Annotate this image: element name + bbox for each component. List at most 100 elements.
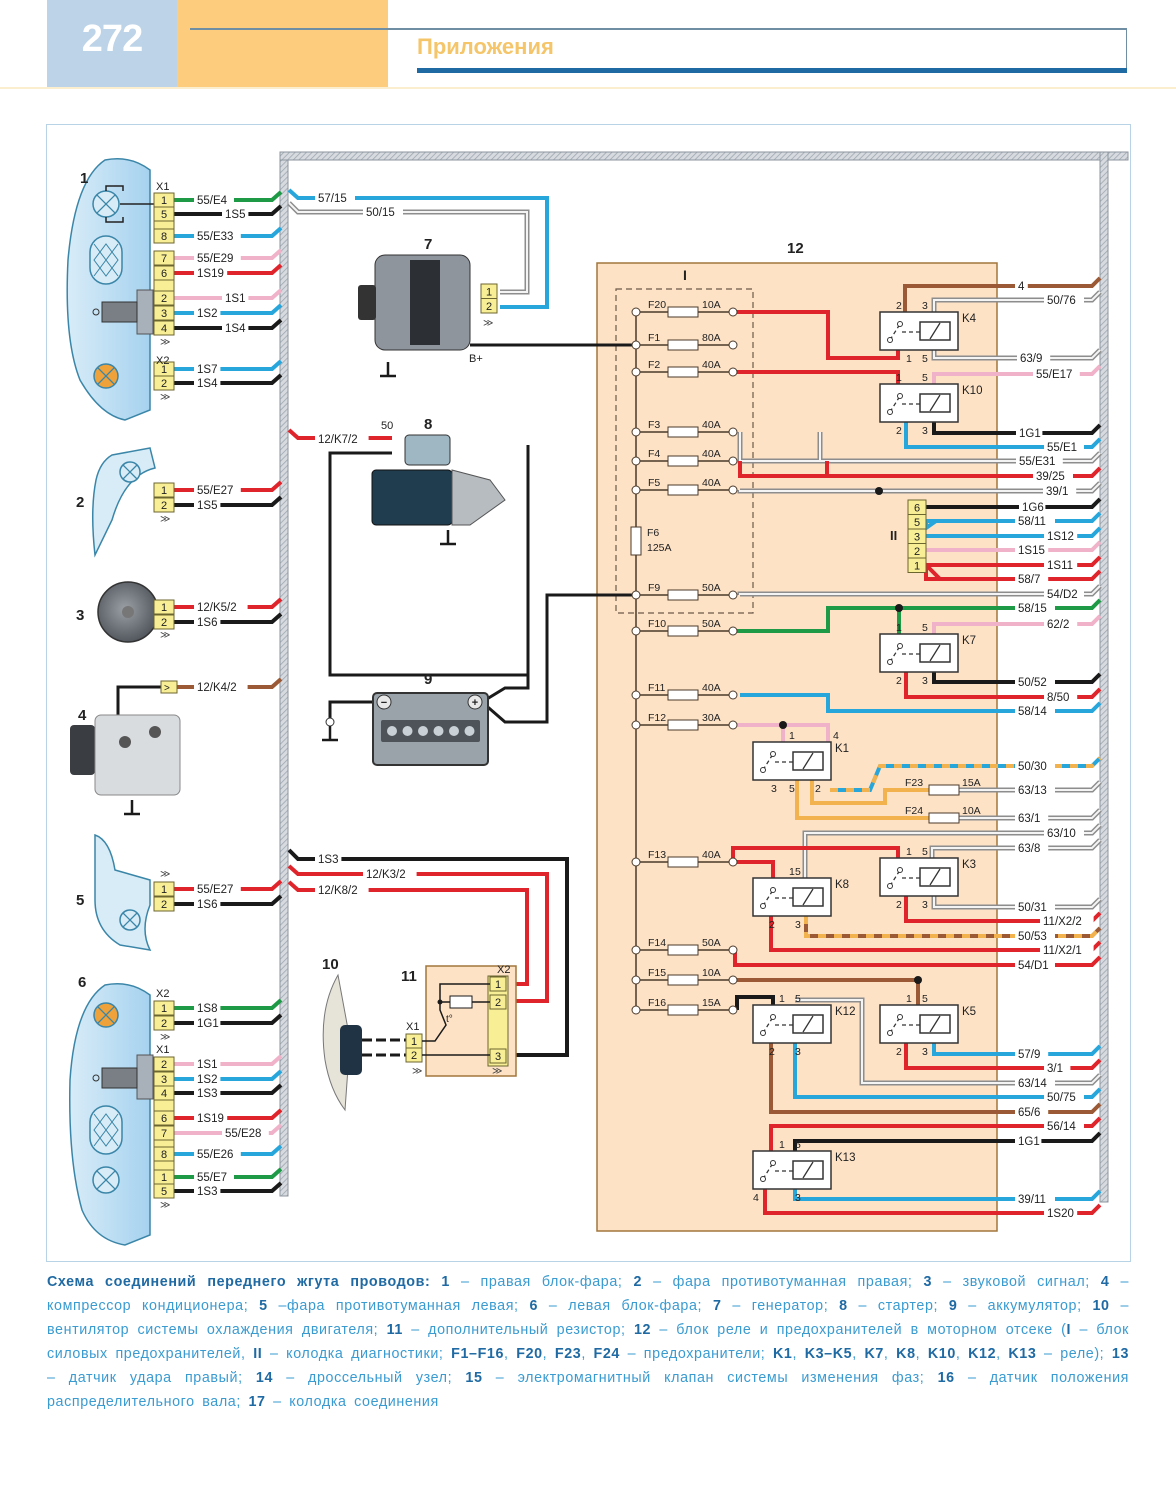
- fuse-bus-node: [631, 427, 641, 437]
- fuse-icon-f15[interactable]: [667, 974, 699, 986]
- fuse-icon-f20[interactable]: [667, 306, 699, 318]
- right-wire-label: 55/E17: [1036, 369, 1072, 381]
- fuse-icon-f1[interactable]: [667, 339, 699, 351]
- relay-k13[interactable]: [752, 1150, 832, 1190]
- wire-label-bg: [194, 1017, 221, 1030]
- connector-pin-box: [153, 1056, 175, 1072]
- junction-dot: [914, 976, 922, 984]
- right-wire-label: 63/8: [1018, 843, 1040, 855]
- harness-wire-58-7: [924, 560, 1102, 581]
- relay-k5[interactable]: [879, 1004, 959, 1044]
- connector-pin-box: [153, 1015, 175, 1031]
- relay-k1[interactable]: [752, 741, 832, 781]
- harness-wire-50-75: [793, 1043, 1102, 1099]
- connector-pin-box: [153, 1000, 175, 1016]
- connector-pin-number: 7: [161, 1128, 167, 1140]
- relay-k4[interactable]: [879, 311, 959, 351]
- right-wire-label: 39/1: [1046, 486, 1068, 498]
- connector-pin-number: 1: [161, 884, 167, 896]
- fuse-icon-f10[interactable]: [667, 625, 699, 637]
- fuse-id-label: F12: [648, 712, 666, 724]
- wire-label: 55/E27: [197, 884, 233, 896]
- wire-label-bg: [194, 377, 221, 390]
- fuse-icon-f24[interactable]: [928, 812, 960, 824]
- relay-pin-label: 3: [795, 1046, 801, 1058]
- connector-blank: [153, 1139, 175, 1148]
- connector-pin-number: 2: [161, 293, 167, 305]
- wire-label-bg: [194, 681, 248, 694]
- horn-center: [122, 606, 134, 618]
- relay-label: K7: [962, 635, 976, 647]
- fuse-icon-f11[interactable]: [667, 689, 699, 701]
- connector-pin-number: 1: [161, 602, 167, 614]
- fuse-icon-f6[interactable]: [630, 526, 642, 556]
- wire-label-bg: [363, 206, 403, 219]
- relay-k7[interactable]: [879, 633, 959, 673]
- relay-pin-label: 1: [896, 622, 902, 634]
- compressor-port: [119, 736, 131, 748]
- right-wire-label-bg: [1040, 944, 1094, 957]
- connector-arrow-icon: >: [164, 683, 170, 694]
- fuse-icon-f2[interactable]: [667, 366, 699, 378]
- fuse-icon-f13[interactable]: [667, 856, 699, 868]
- compressor-pulley-icon: [70, 725, 95, 775]
- fuse-icon-f4[interactable]: [667, 455, 699, 467]
- contact: [770, 1160, 776, 1166]
- fuse-icon-f14[interactable]: [667, 944, 699, 956]
- connector-label: X2: [156, 988, 169, 1000]
- coil-slash: [802, 888, 814, 906]
- fuse-rating-label: 40A: [702, 682, 721, 694]
- diagnostic-pin-number: 5: [914, 517, 920, 529]
- wire-label-bg: [194, 883, 241, 896]
- relay-pin-label: 5: [922, 372, 928, 384]
- fuse-rating-label: 40A: [702, 849, 721, 861]
- cooling-fan-icon: [322, 973, 351, 1112]
- relay-k12[interactable]: [752, 1004, 832, 1044]
- fuse-icon-f16[interactable]: [667, 1004, 699, 1016]
- harness-wire-58-14: [740, 693, 1102, 713]
- wire-label-bg: [222, 322, 249, 335]
- right-wire-label-bg: [1044, 691, 1078, 704]
- right-wire-label-bg: [1015, 280, 1028, 293]
- headlamp-left-wire: [174, 1181, 283, 1193]
- diagnostic-connector-label: II: [890, 528, 897, 543]
- fuse-icon-f12[interactable]: [667, 719, 699, 731]
- right-wire-label-bg: [1044, 441, 1084, 454]
- wire-label: 1S4: [197, 378, 218, 390]
- relay-pin-label: 4: [833, 730, 839, 742]
- connector-pin-box: [160, 680, 178, 694]
- harness-wire-1s12: [926, 526, 1102, 538]
- fuse-icon-f3[interactable]: [667, 426, 699, 438]
- right-wire-label-bg: [1015, 842, 1049, 855]
- harness-wire-1s11: [926, 555, 1102, 567]
- relay-label: K10: [962, 385, 982, 397]
- diagnostic-pin-number: 1: [914, 561, 920, 573]
- fuse-icon-f5[interactable]: [667, 484, 699, 496]
- wire-label-bg: [194, 1058, 221, 1071]
- relay-k3[interactable]: [879, 857, 959, 897]
- right-wire-label: 50/75: [1047, 1092, 1076, 1104]
- f10-k7-wire: [737, 606, 901, 634]
- harness-wire-58-15: [899, 598, 1102, 610]
- right-wire-label-bg: [1033, 368, 1080, 381]
- connector-pin-box: [489, 1048, 507, 1064]
- right-wire-label-bg: [1015, 959, 1055, 972]
- wire-label-bg: [194, 1112, 228, 1125]
- right-wire-label-bg: [1015, 1135, 1042, 1148]
- relay-k8[interactable]: [752, 877, 832, 917]
- turn-signal-bulb-icon-cross: [97, 1006, 115, 1024]
- relay-pin-label: 2: [769, 1046, 775, 1058]
- contact: [897, 393, 903, 399]
- relay-k10[interactable]: [879, 383, 959, 423]
- right-wire-label: 65/6: [1018, 1107, 1040, 1119]
- right-wire-label: 39/25: [1036, 471, 1065, 483]
- fuse-icon-f23[interactable]: [928, 784, 960, 796]
- fuse-icon-f9[interactable]: [667, 589, 699, 601]
- section-title: Приложения: [417, 34, 554, 59]
- right-wire-label: 58/15: [1018, 603, 1047, 615]
- relay-pin-label: 3: [922, 425, 928, 437]
- connector-pin-number: 4: [161, 1088, 167, 1100]
- fuse-id-label: F23: [905, 777, 923, 789]
- contact: [770, 887, 776, 893]
- relay-pin-label: 3: [795, 1192, 801, 1204]
